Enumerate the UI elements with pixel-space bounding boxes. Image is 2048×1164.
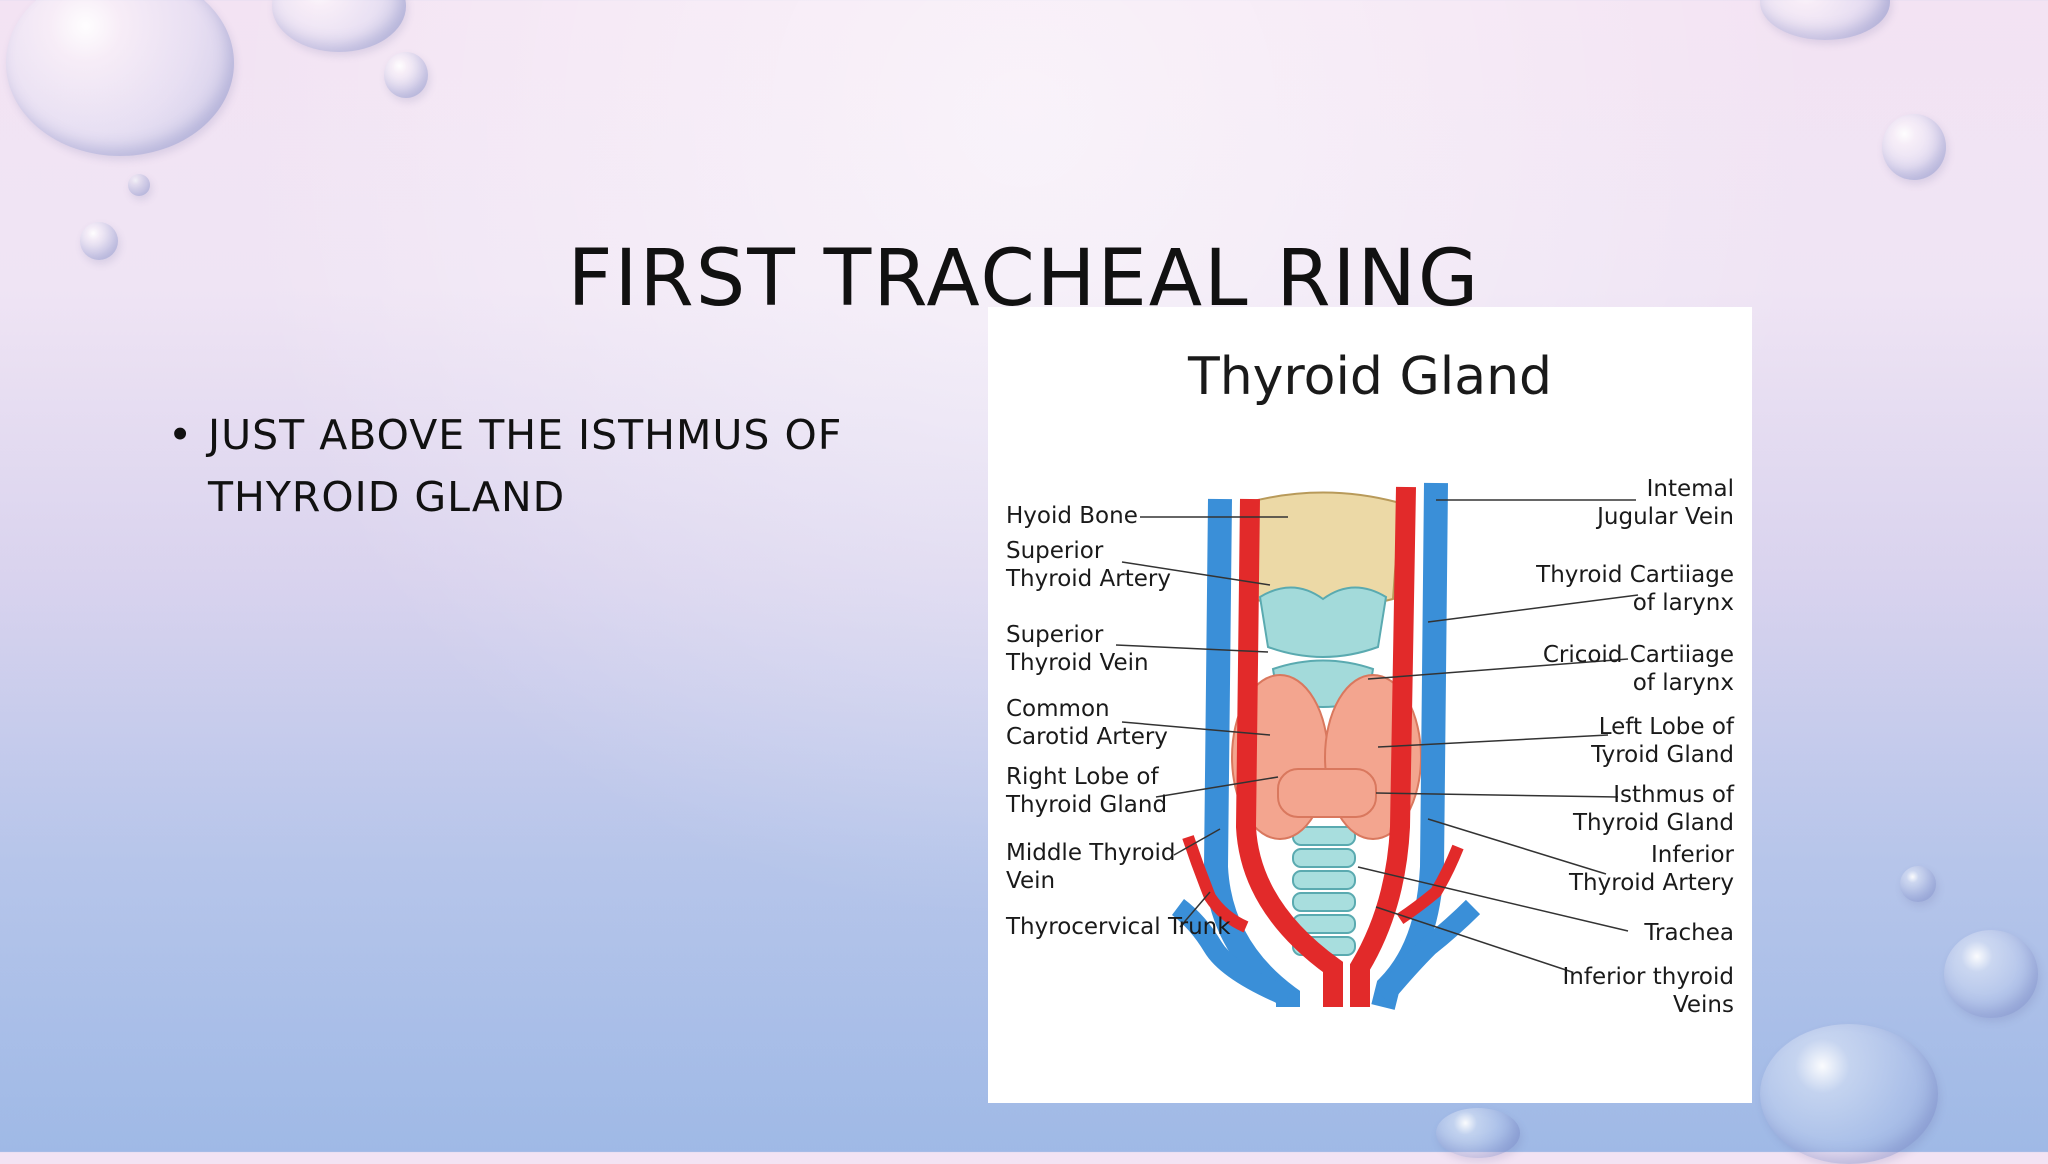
bullet-item: JUST ABOVE THE ISTHMUS OF THYROID GLAND [168, 404, 888, 528]
thyroid-anatomy-illustration [1115, 482, 1639, 1010]
diagram-title: Thyroid Gland [1187, 347, 1553, 407]
label-hyoid-bone: Hyoid Bone [1006, 503, 1138, 529]
label-superior-thyroid-artery: Superior Thyroid Artery [1006, 538, 1171, 592]
subclavian-artery-right [1182, 835, 1249, 933]
label-inferior-thyroid-artery: Inferior Thyroid Artery [1569, 842, 1734, 896]
label-cricoid-cartilage: Cricoid Cartiiage of larynx [1542, 642, 1734, 696]
hyoid-bone [1244, 491, 1402, 609]
left-carotid-artery [1350, 486, 1416, 1007]
right-carotid-artery [1235, 498, 1343, 1007]
label-trachea: Trachea [1644, 920, 1734, 946]
bullet-list: JUST ABOVE THE ISTHMUS OF THYROID GLAND [168, 404, 888, 528]
label-thyrocervical-trunk: Thyrocervical Trunk [1006, 914, 1231, 940]
water-drop-decoration [6, 0, 234, 156]
water-drop-decoration [1944, 930, 2038, 1018]
leader-lines-right [1357, 499, 1639, 973]
label-left-lobe-thyroid: Left Lobe of Tyroid Gland [1591, 714, 1734, 768]
brachiocephalic-vein-right [1171, 899, 1292, 1007]
water-drop-decoration [1760, 1024, 1938, 1164]
label-common-carotid-artery: Common Carotid Artery [1006, 696, 1168, 750]
water-drop-decoration [384, 52, 428, 98]
water-drop-decoration [1436, 1108, 1520, 1158]
thyroid-diagram: Thyroid Gland [988, 307, 1752, 1103]
water-drop-decoration [1900, 866, 1936, 902]
water-drop-decoration [1882, 114, 1946, 180]
water-drop-decoration [80, 222, 118, 260]
label-inferior-thyroid-veins: Inferior thyroid Veins [1562, 964, 1734, 1018]
label-isthmus-thyroid: Isthmus of Thyroid Gland [1572, 782, 1734, 836]
label-middle-thyroid-vein: Middle Thyroid Vein [1006, 840, 1176, 894]
thyroid-cartilage [1258, 586, 1388, 658]
brachiocephalic-vein-left [1375, 899, 1481, 1004]
water-drop-decoration [128, 174, 150, 196]
subclavian-artery-left [1396, 844, 1464, 924]
label-superior-thyroid-vein: Superior Thyroid Vein [1006, 622, 1149, 676]
label-thyroid-cartilage: Thyroid Cartiiage of larynx [1536, 562, 1734, 616]
label-internal-jugular-vein: Intemal Jugular Vein [1597, 476, 1734, 530]
label-right-lobe-thyroid: Right Lobe of Thyroid Gland [1006, 764, 1168, 818]
leader-lines-left [1115, 516, 1288, 928]
